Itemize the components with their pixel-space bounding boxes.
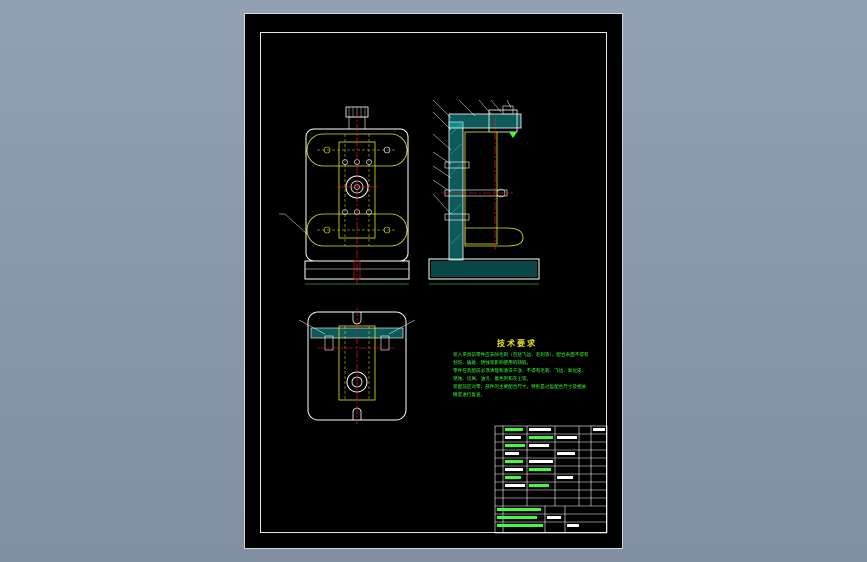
drawing-sheet: 技术要求 装入夹具前零件应去除毛刺（包括飞边、毛刺等），配合表面不得有 划伤、磕…	[244, 13, 623, 549]
title-block-text	[497, 428, 605, 527]
drawing-frame	[260, 32, 607, 533]
side-view	[428, 99, 540, 285]
front-view	[279, 106, 410, 285]
drawing-canvas	[279, 99, 608, 534]
tech-requirement-line: 锈蚀、切屑、油污、着色剂和灰尘等。	[453, 377, 532, 382]
top-view	[298, 308, 416, 424]
tech-requirement-line: 装入夹具前零件应去除毛刺（包括飞边、毛刺等），配合表面不得有	[453, 353, 589, 358]
tech-requirement-line: 精度进行复查。	[453, 393, 486, 398]
tech-requirement-line: 划伤、磕碰、锈蚀等影响使用的缺陷。	[453, 361, 532, 366]
tech-requirement-line: 零件在装配前必须清理和清洗干净，不得有毛刺、飞边、氧化皮、	[453, 369, 587, 374]
tech-requirement-line: 装配前应对零、部件的主要配合尺寸，特别是过盈配合尺寸及相关	[453, 385, 587, 390]
tech-requirements-title: 技术要求	[497, 339, 537, 348]
title-block	[494, 425, 608, 534]
